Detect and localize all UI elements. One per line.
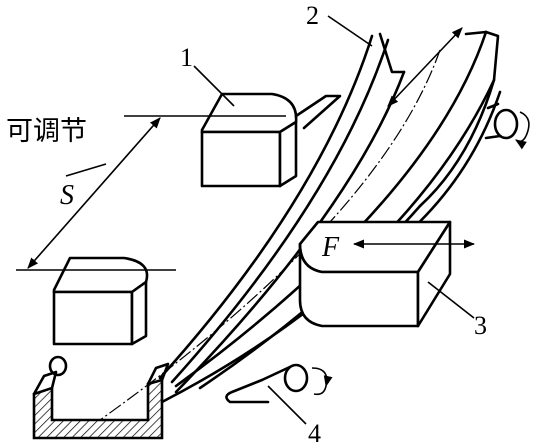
label-1: 1 [180, 43, 193, 72]
label-s: S [60, 180, 74, 211]
label-adjustable: 可调节 [6, 116, 87, 147]
block-1 [200, 92, 342, 188]
top-roller [484, 102, 530, 150]
label-2: 2 [306, 1, 319, 30]
block-lower-left [52, 256, 149, 346]
distance-s-dimension [16, 115, 286, 271]
label-4: 4 [308, 419, 321, 444]
left-roller-stub [48, 355, 68, 377]
leader-lines [193, 15, 475, 425]
label-force: F [321, 232, 340, 263]
bottom-roller [225, 363, 333, 404]
label-3: 3 [474, 311, 487, 340]
feed-direction-arrow [387, 27, 463, 107]
